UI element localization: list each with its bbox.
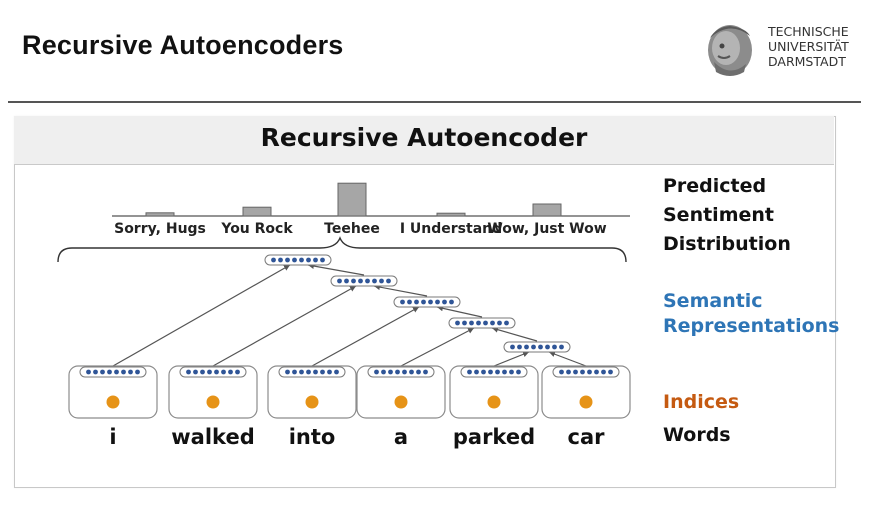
sentiment-category-label: Sorry, Hugs: [114, 221, 206, 237]
word-boxes: [68, 365, 631, 419]
sentiment-brace: [57, 236, 627, 263]
word-box: [68, 365, 158, 419]
leaf-node: [552, 366, 620, 378]
label-indices: Indices: [663, 391, 740, 413]
index-dot: [579, 395, 593, 409]
word-label: i: [109, 425, 117, 449]
semantic-node: [503, 341, 571, 353]
index-dot: [487, 395, 501, 409]
index-dot: [106, 395, 120, 409]
tu-darmstadt-logo: TECHNISCHE UNIVERSITÄT DARMSTADT: [700, 18, 870, 84]
semantic-node: [330, 275, 398, 287]
word-label: parked: [452, 425, 536, 449]
word-label: into: [288, 425, 336, 449]
word-box: [541, 365, 631, 419]
sentiment-category-label: You Rock: [221, 221, 293, 237]
word-box: [168, 365, 258, 419]
leaf-node: [367, 366, 435, 378]
tree-edge: [311, 306, 420, 367]
semantic-node: [448, 317, 516, 329]
sentiment-chart: [57, 182, 630, 263]
leaf-node: [278, 366, 346, 378]
tree-edge: [493, 351, 530, 367]
label-predicted-sentiment: Predicted Sentiment Distribution: [663, 175, 791, 255]
sentiment-bar: [145, 212, 175, 217]
leaf-node: [179, 366, 247, 378]
sentiment-bar: [532, 203, 562, 217]
athena-head-icon: [708, 25, 752, 76]
sentiment-bar: [242, 206, 272, 217]
word-label: a: [393, 425, 409, 449]
index-dot: [305, 395, 319, 409]
word-box: [449, 365, 539, 419]
sentiment-bar: [436, 212, 466, 217]
figure-title: Recursive Autoencoder: [260, 123, 588, 152]
leaf-node: [460, 366, 528, 378]
word-box: [356, 365, 446, 419]
semantic-node: [264, 254, 332, 266]
sentiment-category-label: I Understand: [399, 221, 503, 237]
semantic-node: [393, 296, 461, 308]
figure-title-bar: [14, 116, 834, 165]
tree-edge: [373, 284, 428, 297]
sentiment-category-label: Teehee: [324, 221, 380, 237]
logo-text: TECHNISCHE UNIVERSITÄT DARMSTADT: [768, 24, 849, 69]
tree-edge: [491, 326, 538, 342]
header-divider: [8, 101, 861, 103]
word-box: [267, 365, 357, 419]
tree-edge: [112, 264, 291, 367]
slide-title: Recursive Autoencoders: [22, 30, 344, 60]
tree-edge: [436, 305, 483, 318]
index-dot: [206, 395, 220, 409]
word-label: car: [567, 425, 605, 449]
index-dot: [394, 395, 408, 409]
word-label: walked: [171, 425, 255, 449]
sentiment-bar: [337, 182, 367, 217]
tree-edges: [110, 263, 589, 395]
leaf-node: [79, 366, 147, 378]
tree-edge: [400, 327, 475, 367]
tree-edge: [548, 351, 587, 367]
sentiment-category-label: Wow, Just Wow: [487, 221, 607, 237]
label-semantic-representations: Semantic Representations: [663, 290, 840, 337]
tree-edge: [212, 285, 357, 367]
tree-edge: [307, 263, 365, 276]
semantic-nodes: [79, 254, 620, 378]
label-words: Words: [663, 424, 731, 446]
